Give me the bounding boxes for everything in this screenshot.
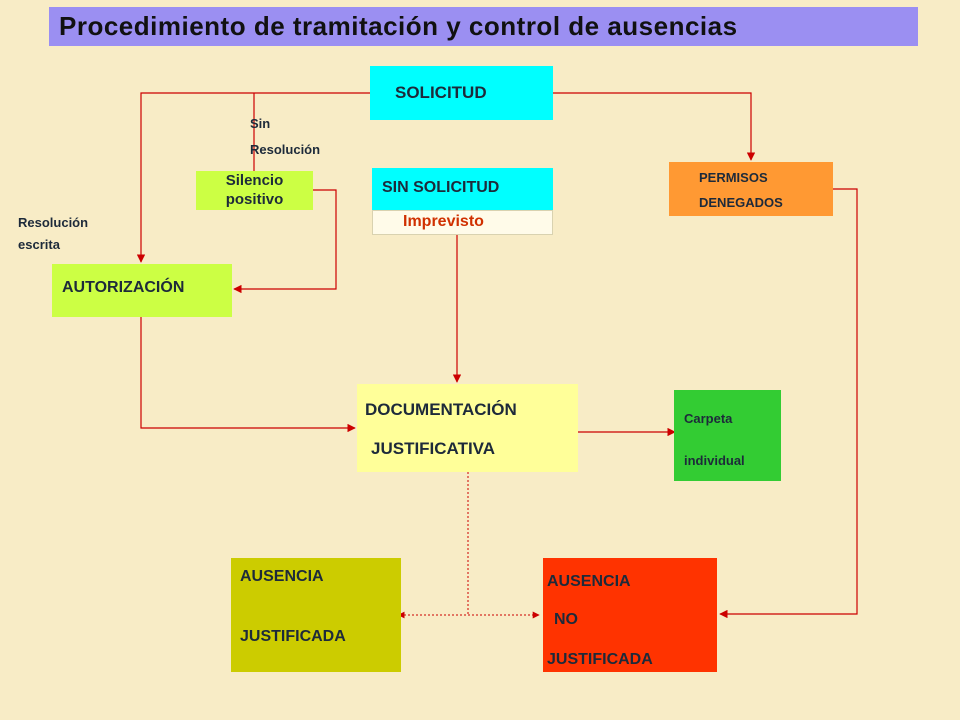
node-carpeta-line2: individual	[684, 453, 745, 468]
node-permisos-denegados: PERMISOS DENEGADOS	[669, 162, 833, 216]
label-escrita: escrita	[18, 237, 60, 252]
node-ausencia-no-line2: NO	[554, 611, 578, 628]
node-imprevisto-label: Imprevisto	[403, 213, 484, 230]
node-imprevisto: Imprevisto	[372, 210, 553, 235]
node-permisos-line2: DENEGADOS	[699, 195, 783, 210]
connector-autorizacion-documentacion	[140, 317, 356, 433]
node-carpeta-line1: Carpeta	[684, 411, 733, 426]
node-sin-solicitud-label: SIN SOLICITUD	[382, 179, 500, 196]
node-ausencia-no-line1: AUSENCIA	[547, 573, 631, 590]
label-sin-resolucion: Resolución	[250, 142, 321, 157]
node-ausencia-just-line2: JUSTIFICADA	[240, 628, 346, 645]
connector-silencio-autorizacion	[233, 189, 337, 294]
node-solicitud-label: SOLICITUD	[395, 83, 487, 102]
connector-permisos-ausencia-no	[719, 188, 858, 619]
label-sin: Sin	[250, 116, 271, 131]
node-documentacion-line1: DOCUMENTACIÓN	[365, 400, 517, 419]
node-documentacion-line2: JUSTIFICATIVA	[371, 439, 496, 458]
page-title: Procedimiento de tramitación y control d…	[49, 7, 918, 46]
node-autorizacion-label: AUTORIZACIÓN	[62, 279, 185, 296]
node-solicitud: SOLICITUD	[370, 66, 553, 120]
node-silencio-line2: positivo	[225, 191, 284, 208]
node-ausencia-no-line3: JUSTIFICADA	[547, 651, 653, 668]
node-silencio-line1: Silencio	[225, 172, 284, 189]
node-ausencia-justificada: AUSENCIA JUSTIFICADA	[231, 558, 401, 672]
node-documentacion-justificativa: DOCUMENTACIÓN JUSTIFICATIVA	[357, 384, 578, 472]
label-resolucion: Resolución	[18, 215, 89, 230]
node-ausencia-just-line1: AUSENCIA	[240, 568, 324, 585]
node-autorizacion: AUTORIZACIÓN	[52, 264, 232, 317]
node-ausencia-no-justificada: AUSENCIA NO JUSTIFICADA	[543, 558, 717, 672]
node-silencio-positivo: Silencio positivo	[196, 171, 313, 210]
node-carpeta-individual: Carpeta individual	[674, 390, 781, 481]
connector-solicitud-permisos	[553, 92, 756, 161]
connector-solicitud-autorizacion	[136, 92, 370, 263]
node-permisos-line1: PERMISOS	[699, 170, 768, 185]
node-sin-solicitud: SIN SOLICITUD	[372, 168, 553, 210]
